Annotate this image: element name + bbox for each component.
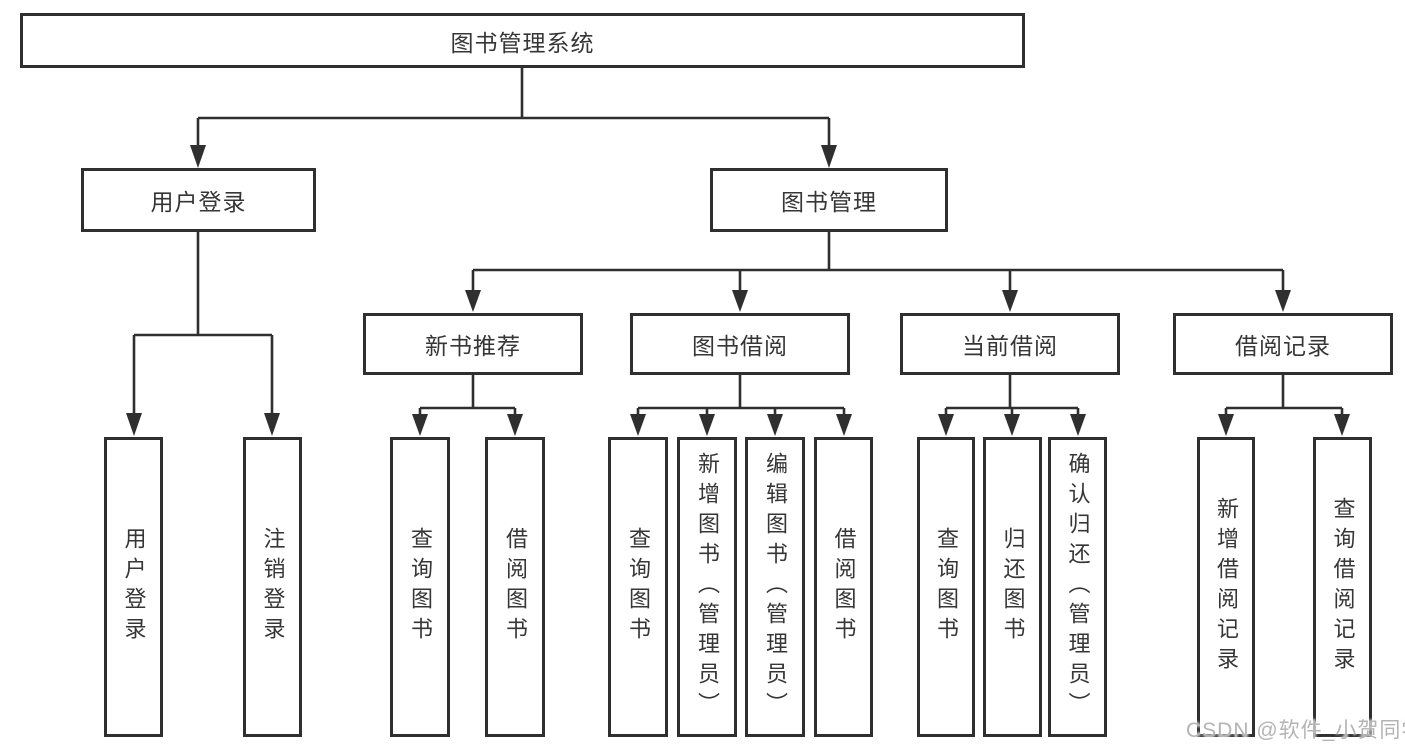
leaf-return-books-label: 归还图书 [1000,527,1026,647]
leaf-edit-books-admin-label: 编辑图书（管理员） [763,452,788,722]
leaf-query-books-3: 查询图书 [917,437,975,737]
leaf-user-login: 用户登录 [104,437,163,737]
leaf-query-books-2: 查询图书 [608,437,668,737]
leaf-add-borrow-record-label: 新增借阅记录 [1214,497,1239,677]
node-new-book-recommend-label: 新书推荐 [425,333,521,359]
leaf-add-books-admin-label: 新增图书（管理员） [695,452,720,722]
leaf-borrow-books-1: 借阅图书 [485,437,545,737]
node-current-borrow-label: 当前借阅 [962,333,1058,359]
node-root-label: 图书管理系统 [450,29,595,56]
node-book-management: 图书管理 [710,168,948,232]
leaf-add-books-admin: 新增图书（管理员） [677,437,737,737]
leaf-return-books: 归还图书 [983,437,1042,737]
leaf-query-books-1: 查询图书 [390,437,450,737]
leaf-borrow-books-2-label: 借阅图书 [831,527,857,647]
leaf-query-borrow-record-label: 查询借阅记录 [1330,497,1356,677]
node-new-book-recommend: 新书推荐 [363,313,583,375]
leaf-confirm-return-admin: 确认归还（管理员） [1048,437,1107,737]
node-borrow-record-label: 借阅记录 [1235,333,1331,359]
leaf-logout-label: 注销登录 [260,527,286,647]
leaf-logout: 注销登录 [243,437,302,737]
leaf-borrow-books-2: 借阅图书 [814,437,873,737]
node-user-login-label: 用户登录 [150,189,247,215]
node-user-login: 用户登录 [81,168,316,232]
node-book-borrow-label: 图书借阅 [692,333,788,359]
node-borrow-record: 借阅记录 [1173,313,1393,375]
leaf-confirm-return-admin-label: 确认归还（管理员） [1065,452,1091,722]
node-book-borrow: 图书借阅 [630,313,850,375]
leaf-query-books-1-label: 查询图书 [408,527,433,647]
leaf-user-login-label: 用户登录 [121,527,147,647]
leaf-add-borrow-record: 新增借阅记录 [1197,437,1255,737]
leaf-edit-books-admin: 编辑图书（管理员） [745,437,805,737]
node-book-management-label: 图书管理 [781,189,877,215]
leaf-borrow-books-1-label: 借阅图书 [503,527,528,647]
arrowheads [126,145,1350,436]
node-current-borrow: 当前借阅 [900,313,1120,375]
csdn-watermark: CSDN @软件_小贺同学 [1186,719,1405,742]
node-root-library-system: 图书管理系统 [20,13,1025,68]
leaf-query-books-3-label: 查询图书 [934,527,959,647]
leaf-query-books-2-label: 查询图书 [626,527,651,647]
leaf-query-borrow-record: 查询借阅记录 [1313,437,1372,737]
